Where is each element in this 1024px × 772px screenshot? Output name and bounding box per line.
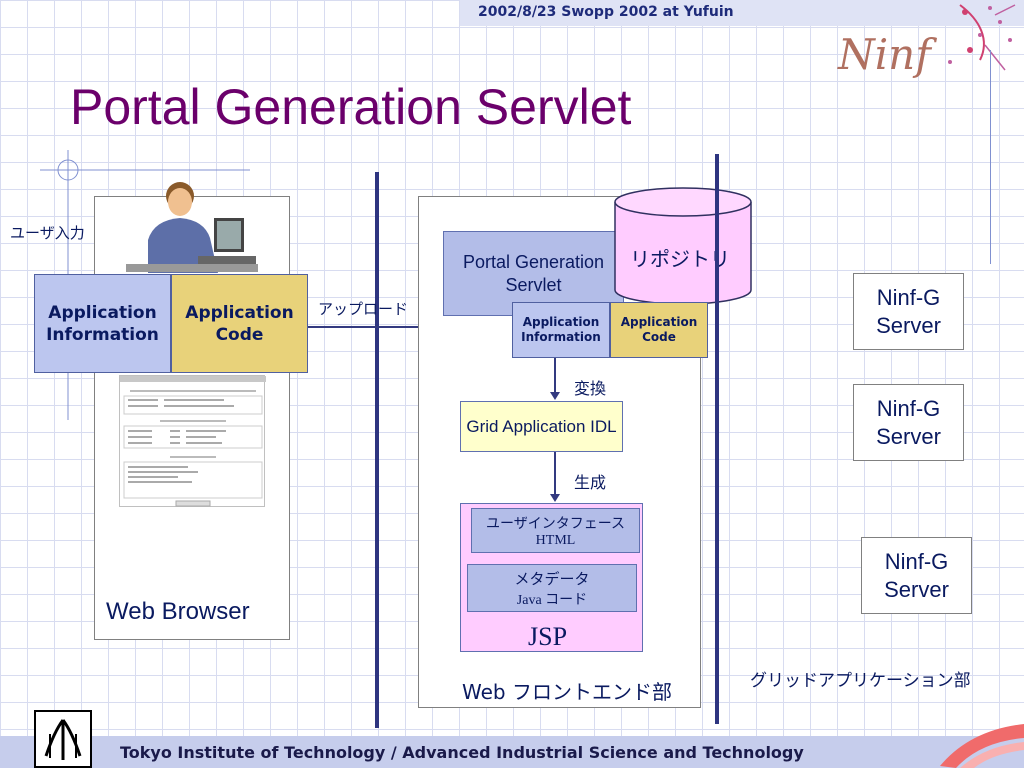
ninf-g-server-1-label: Ninf-G Server	[876, 284, 941, 338]
ninf-g-server-3: Ninf-G Server	[861, 537, 972, 614]
ninf-g-server-2: Ninf-G Server	[853, 384, 964, 461]
divider-left	[375, 172, 379, 728]
ui-box: ユーザインタフェース HTML	[471, 508, 640, 553]
convert-label: 変換	[574, 379, 607, 398]
frontend-app-info-label: Application Information	[521, 315, 601, 344]
logo-text: Ninf	[838, 30, 931, 79]
footer-text: Tokyo Institute of Technology / Advanced…	[120, 743, 804, 762]
generate-label: 生成	[574, 473, 607, 492]
frontend-app-code-label: Application Code	[620, 315, 698, 344]
frontend-app-code-box: Application Code	[610, 302, 708, 358]
convert-arrow-graphic	[550, 358, 560, 400]
browser-app-code-label: Application Code	[185, 302, 294, 345]
browser-app-info-label: Application Information	[46, 302, 159, 345]
footer-bar	[0, 736, 1024, 768]
idl-label: Grid Application IDL	[466, 416, 617, 436]
ninf-logo-graphic	[948, 4, 1016, 71]
ui-sub-label: HTML	[535, 532, 576, 548]
convert-arrow	[549, 358, 561, 400]
metadata-sub-label: Java コード	[516, 592, 588, 608]
header-text: 2002/8/23 Swopp 2002 at Yufuin	[478, 4, 734, 20]
header-bar	[460, 0, 1024, 26]
jsp-label: JSP	[528, 622, 568, 651]
browser-screenshot-thumbnail	[119, 375, 266, 507]
ninf-g-server-2-label: Ninf-G Server	[876, 395, 941, 449]
upload-label: アップロード	[318, 300, 409, 318]
right-vertical-line	[990, 50, 991, 264]
browser-app-code-box: Application Code	[171, 274, 308, 373]
frontend-app-info-box: Application Information	[512, 302, 610, 358]
repository-label: リポジトリ	[630, 247, 730, 271]
user-input-label: ユーザ入力	[10, 224, 85, 242]
browser-app-info-box: Application Information	[34, 274, 171, 373]
institute-logo-icon	[34, 710, 92, 768]
user-icon	[118, 178, 258, 273]
generate-arrow	[549, 452, 561, 502]
ui-label: ユーザインタフェース	[485, 515, 626, 532]
metadata-label: メタデータ	[514, 569, 590, 588]
footer-swoosh-decoration	[930, 720, 1024, 768]
screenshot-graphic	[120, 376, 266, 507]
web-frontend-label: Web フロントエンド部	[462, 680, 672, 704]
metadata-box: メタデータ Java コード	[467, 564, 637, 612]
footer-swoosh-graphic	[940, 724, 1024, 768]
ninf-g-server-3-label: Ninf-G Server	[884, 548, 949, 602]
divider-right	[715, 154, 719, 724]
ninf-g-server-1: Ninf-G Server	[853, 273, 964, 350]
grid-app-label: グリッドアプリケーション部	[750, 671, 971, 691]
user-at-computer-icon	[126, 182, 258, 273]
generate-arrow-graphic	[550, 452, 560, 502]
web-browser-label: Web Browser	[106, 598, 250, 625]
idl-box: Grid Application IDL	[460, 401, 623, 452]
servlet-label: Portal Generation Servlet	[462, 251, 605, 295]
page-title: Portal Generation Servlet	[70, 79, 632, 135]
institute-logo-graphic	[44, 719, 82, 760]
ninf-logo	[830, 0, 1024, 90]
